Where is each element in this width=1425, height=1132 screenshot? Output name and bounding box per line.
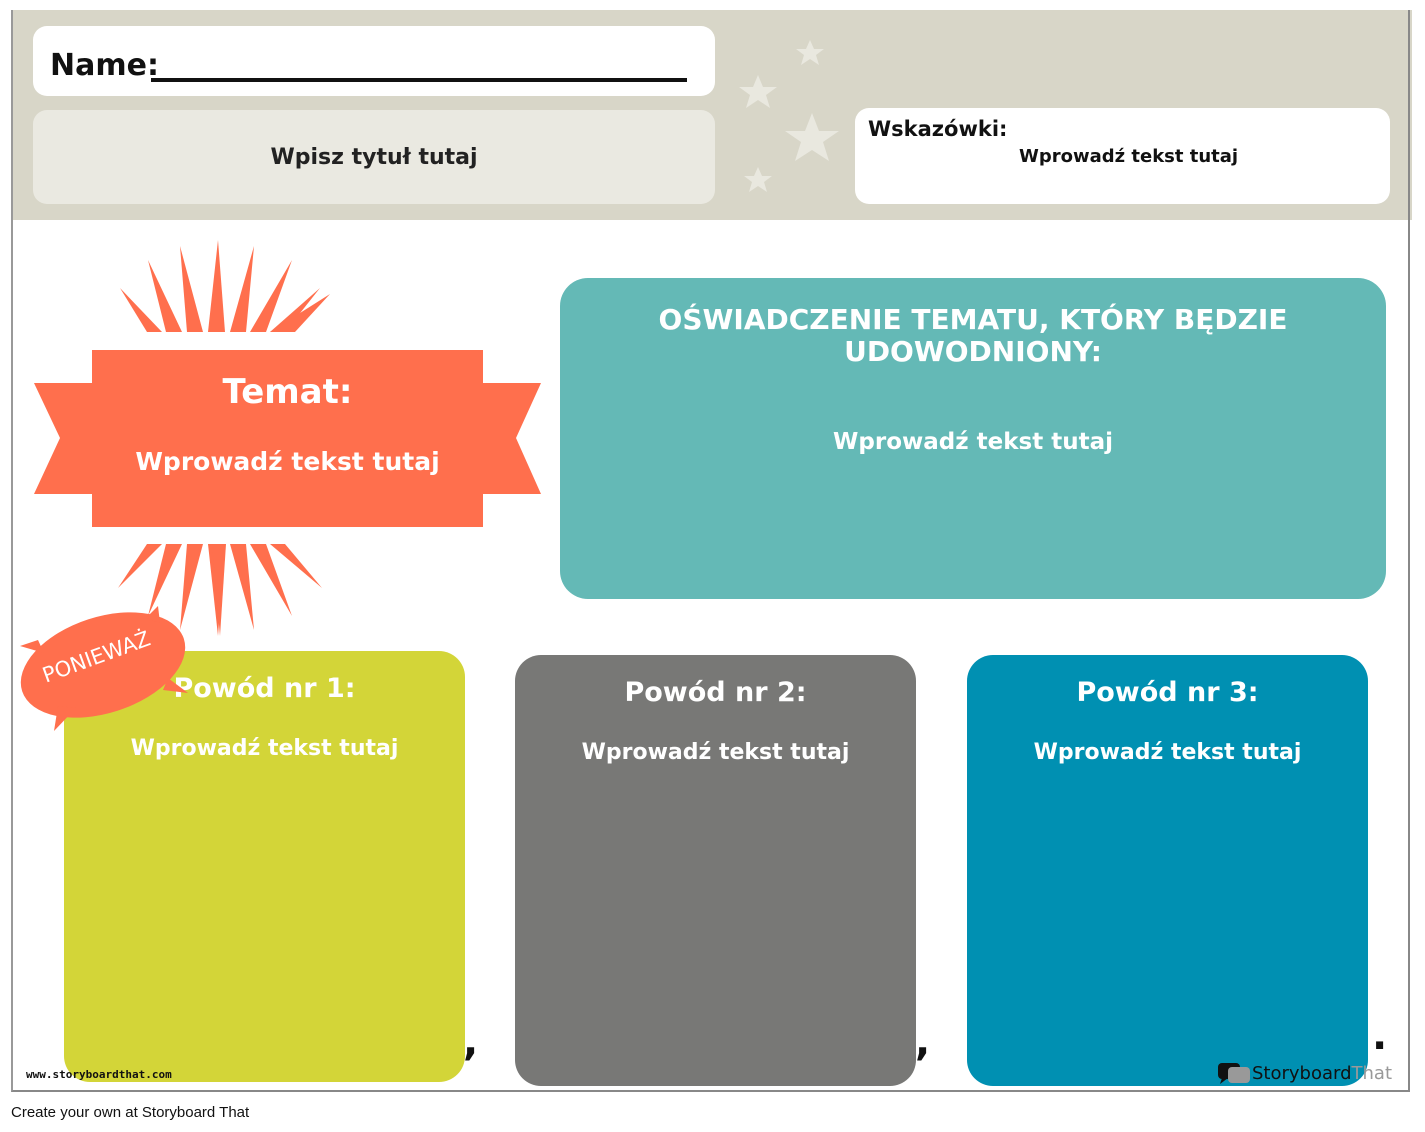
thesis-title: OŚWIADCZENIE TEMATU, KTÓRY BĘDZIE UDOWOD… <box>658 303 1288 368</box>
name-field[interactable]: Name: <box>33 26 715 96</box>
topic-starburst <box>34 240 541 636</box>
comma-2: , <box>915 1019 931 1065</box>
reason-1-title: Powód nr 1: <box>173 673 356 704</box>
reason-3-box[interactable]: Powód nr 3: Wprowadź tekst tutaj <box>967 655 1368 1086</box>
hints-box[interactable]: Wskazówki: Wprowadź tekst tutaj <box>855 108 1390 204</box>
reason-2-text[interactable]: Wprowadź tekst tutaj <box>581 740 850 765</box>
because-bubble <box>20 606 188 731</box>
title-field[interactable]: Wpisz tytuł tutaj <box>33 110 715 204</box>
create-link[interactable]: Create your own at Storyboard That <box>11 1104 250 1121</box>
hints-text: Wprowadź tekst tutaj <box>1019 146 1239 167</box>
name-label: Name: <box>50 48 159 83</box>
reason-3-title: Powód nr 3: <box>1076 677 1259 708</box>
reason-2-title: Powód nr 2: <box>624 677 807 708</box>
worksheet-frame <box>11 10 1410 1092</box>
stars-decoration <box>739 40 839 192</box>
thesis-box[interactable]: OŚWIADCZENIE TEMATU, KTÓRY BĘDZIE UDOWOD… <box>560 278 1386 599</box>
logo-that: That <box>1351 1063 1393 1084</box>
comma-1: , <box>463 1019 479 1065</box>
thesis-text[interactable]: Wprowadź tekst tutaj <box>833 429 1113 455</box>
hints-label: Wskazówki: <box>868 117 1008 141</box>
logo-storyboard: Storyboard <box>1252 1063 1352 1084</box>
period: . <box>1372 1013 1388 1059</box>
topic-text[interactable]: Wprowadź tekst tutaj <box>135 447 440 476</box>
reason-3-text[interactable]: Wprowadź tekst tutaj <box>1033 740 1302 765</box>
reason-1-box[interactable]: Powód nr 1: Wprowadź tekst tutaj <box>64 651 465 1082</box>
reason-2-box[interactable]: Powód nr 2: Wprowadź tekst tutaj <box>515 655 916 1086</box>
name-line <box>151 78 687 82</box>
footer-url[interactable]: www.storyboardthat.com <box>26 1068 172 1081</box>
topic-label: Temat: <box>222 372 353 412</box>
reason-1-text[interactable]: Wprowadź tekst tutaj <box>130 736 399 761</box>
speech-bubbles-icon <box>1218 1063 1250 1084</box>
